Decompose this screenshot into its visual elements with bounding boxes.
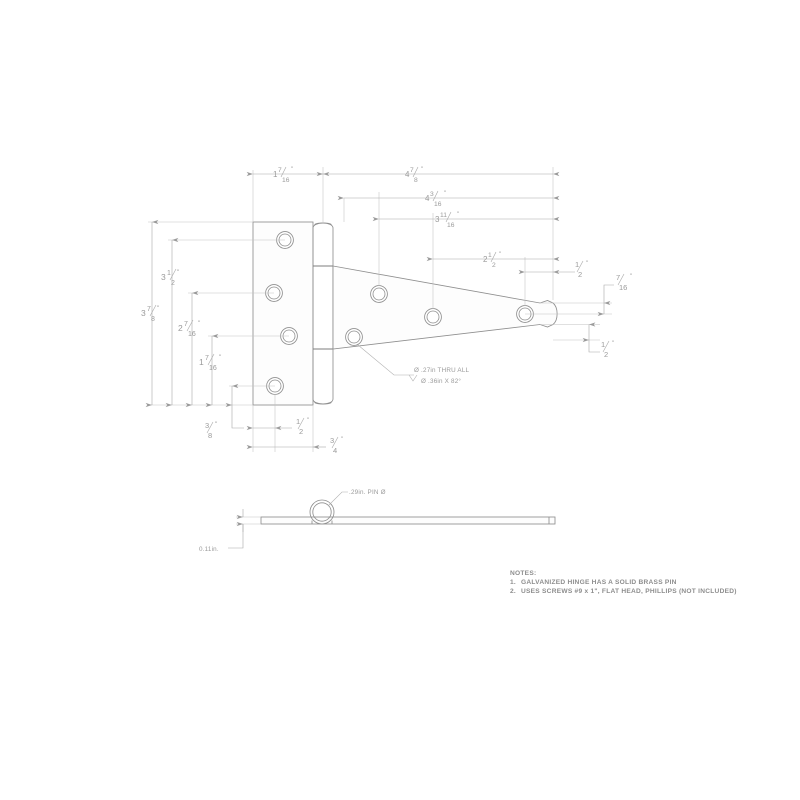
- svg-text:2: 2: [178, 323, 183, 333]
- svg-text:2: 2: [492, 262, 496, 269]
- svg-text:1: 1: [488, 252, 492, 259]
- svg-text:7: 7: [278, 167, 282, 174]
- svg-text:": ": [198, 320, 201, 327]
- svg-text:1: 1: [199, 357, 204, 367]
- svg-text:7: 7: [410, 167, 414, 174]
- notes-block: NOTES: 1. GALVANIZED HINGE HAS A SOLID BR…: [510, 569, 737, 597]
- svg-text:16: 16: [209, 365, 217, 372]
- svg-text:1: 1: [296, 417, 300, 426]
- svg-text:1: 1: [167, 270, 171, 277]
- svg-text:2: 2: [578, 270, 582, 279]
- dim-text-tip-hole: 4 3 16 ": [425, 190, 446, 208]
- dim-tip-hole: [337, 195, 560, 222]
- thickness-callout-text: 0.11in.: [199, 546, 219, 553]
- svg-text:": ": [444, 191, 446, 197]
- svg-text:3: 3: [161, 272, 166, 282]
- svg-text:": ": [307, 418, 309, 424]
- note-2-text: USES SCREWS #9 x 1", FLAT HEAD, PHILLIPS…: [521, 588, 737, 596]
- dim-text-mid-hole: 3 11 16 ": [435, 211, 459, 229]
- strap-hole-4: [345, 328, 363, 346]
- svg-text:": ": [215, 421, 218, 428]
- dim-text-hole1-bottom: 3 1 2 ": [161, 268, 180, 287]
- dim-hole4-bottom: [225, 383, 244, 429]
- dim-text-tip-edge-offset: 1 2 ": [575, 260, 588, 279]
- svg-text:": ": [612, 341, 614, 347]
- svg-text:16: 16: [619, 283, 627, 292]
- notes-heading: NOTES:: [510, 570, 537, 577]
- svg-text:3: 3: [330, 436, 334, 445]
- svg-text:": ": [421, 167, 423, 173]
- dim-text-overall-height: 3 7 8 ": [141, 304, 160, 323]
- note-item-1: 1. GALVANIZED HINGE HAS A SOLID BRASS PIN: [510, 578, 737, 587]
- svg-text:16: 16: [282, 177, 290, 184]
- hole-callout-leader: [357, 344, 414, 376]
- svg-text:": ": [499, 252, 501, 258]
- dim-text-strap-lower-offset: 1 2 ": [601, 340, 614, 359]
- dim-strap-upper-offset: [597, 284, 614, 317]
- svg-text:Ø .36in X 82°: Ø .36in X 82°: [421, 377, 461, 385]
- hinge-leaf-plate: [252, 221, 314, 406]
- svg-text:4: 4: [405, 170, 410, 179]
- note-2-number: 2.: [510, 588, 516, 596]
- svg-text:2: 2: [604, 350, 608, 359]
- dim-text-strap-upper-offset: 7 16 ": [616, 273, 632, 292]
- dim-text-hole-edge-offset: 1 2 ": [296, 417, 309, 436]
- svg-text:16: 16: [188, 331, 196, 338]
- svg-text:1: 1: [273, 170, 278, 179]
- dim-thickness: [228, 509, 261, 549]
- svg-text:16: 16: [434, 201, 442, 208]
- svg-text:4: 4: [333, 446, 337, 455]
- svg-text:7: 7: [184, 321, 188, 328]
- dim-text-inner-hole: 2 1 2 ": [483, 251, 501, 269]
- dim-strap-lower-offset: [582, 322, 600, 353]
- dim-text-hole4-bottom: 3 8 ": [205, 421, 218, 440]
- svg-text:3: 3: [141, 308, 146, 318]
- svg-text:8: 8: [208, 431, 212, 440]
- svg-text:8: 8: [151, 316, 155, 323]
- dim-text-hole3-bottom: 1 7 16 ": [199, 353, 222, 372]
- svg-text:": ": [177, 269, 180, 276]
- pin-callout-leader: [327, 491, 348, 507]
- svg-text:4: 4: [425, 194, 430, 203]
- strap-hole-2: [424, 308, 442, 326]
- svg-text:3: 3: [430, 191, 434, 198]
- svg-text:1: 1: [575, 260, 579, 269]
- note-1-number: 1.: [510, 579, 516, 587]
- svg-text:": ": [219, 354, 222, 361]
- side-view-geometry: [260, 499, 556, 525]
- hinge-barrel: [312, 222, 334, 405]
- svg-text:": ": [341, 437, 343, 443]
- svg-text:1: 1: [601, 340, 605, 349]
- svg-text:": ": [157, 305, 160, 312]
- note-1-text: GALVANIZED HINGE HAS A SOLID BRASS PIN: [521, 579, 677, 587]
- svg-text:7: 7: [616, 273, 620, 282]
- hinge-strap-plate: [332, 265, 558, 350]
- svg-text:2: 2: [299, 427, 303, 436]
- svg-text:2: 2: [171, 280, 175, 287]
- svg-text:": ": [630, 274, 632, 280]
- svg-text:11: 11: [440, 212, 447, 219]
- dim-text-leaf-width: 1 7 16 ": [273, 166, 293, 184]
- svg-text:7: 7: [147, 306, 151, 313]
- pin-callout-text: .29in. PIN Ø: [349, 489, 386, 496]
- dim-text-overall-length: 4 7 8 ": [405, 166, 423, 184]
- svg-text:": ": [586, 261, 588, 267]
- svg-text:8: 8: [414, 177, 418, 184]
- dim-text-hole-center-offset: 3 4 ": [330, 436, 343, 455]
- svg-text:7: 7: [205, 355, 209, 362]
- svg-text:2: 2: [483, 255, 488, 264]
- note-item-2: 2. USES SCREWS #9 x 1", FLAT HEAD, PHILLI…: [510, 587, 737, 596]
- svg-text:16: 16: [447, 222, 455, 229]
- svg-text:3: 3: [205, 421, 209, 430]
- svg-text:3: 3: [435, 215, 440, 224]
- svg-text:Ø .27in THRU ALL: Ø .27in THRU ALL: [414, 367, 470, 374]
- dim-text-hole2-bottom: 2 7 16 ": [178, 319, 201, 338]
- svg-text:": ": [457, 212, 459, 218]
- strap-hole-1: [370, 285, 388, 303]
- svg-text:": ": [291, 167, 293, 173]
- hole-callout-text: Ø .27in THRU ALL Ø .36in X 82°: [408, 367, 470, 385]
